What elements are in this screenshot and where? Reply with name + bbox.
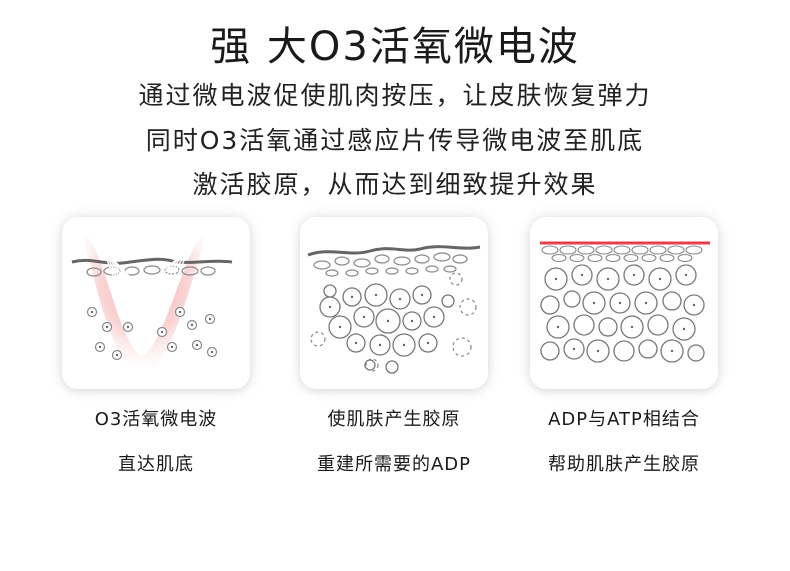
microwave-penetration-diagram	[71, 232, 233, 377]
panel-1-caption-bottom: 直达肌底	[118, 454, 194, 475]
collagen-panel	[300, 217, 488, 389]
description-line-2: 同时O3活氧通过感应片传导微电波至肌底	[145, 126, 645, 155]
dense-collagen-diagram	[540, 241, 710, 363]
panel-2-caption-top: 使肌肤产生胶原	[327, 409, 461, 430]
panel-3-caption-top: ADP与ATP相结合	[548, 409, 700, 430]
page-title: 强 大O3活氧微电波	[210, 24, 580, 70]
panel-3-caption-bottom: 帮助肌肤产生胶原	[548, 454, 700, 475]
collagen-production-diagram	[307, 245, 481, 374]
description-line-1: 通过微电波促使肌肉按压，让皮肤恢复弹力	[138, 81, 652, 110]
adp-atp-panel	[530, 217, 718, 389]
description-line-3: 激活胶原，从而达到细致提升效果	[192, 170, 598, 199]
panel-1-caption-top: O3活氧微电波	[94, 409, 218, 430]
microwave-panel	[62, 217, 250, 389]
panel-2-caption-bottom: 重建所需要的ADP	[316, 454, 472, 475]
